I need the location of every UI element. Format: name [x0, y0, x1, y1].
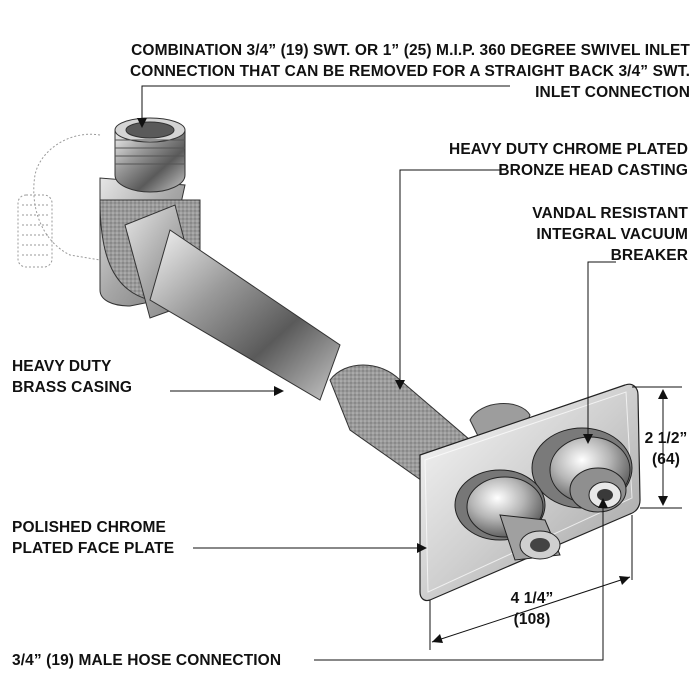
callout-inlet-line-1: COMBINATION 3/4” (19) SWT. OR 1” (25) M.… — [131, 42, 690, 59]
dimension-width-label: 4 1/4” (108) — [492, 588, 572, 630]
dimension-arrowheads — [432, 389, 668, 643]
callout-faceplate-line-2: PLATED FACE PLATE — [12, 540, 175, 557]
leader-head — [399, 169, 500, 385]
callout-hose-line-1: 3/4” (19) MALE HOSE CONNECTION — [12, 652, 282, 669]
callout-faceplate-line-1: POLISHED CHROME — [12, 519, 166, 536]
callout-head-line-2: BRONZE HEAD CASTING — [498, 162, 688, 179]
brass-casing — [99, 199, 341, 401]
callout-casing-line-1: HEAVY DUTY — [12, 358, 112, 375]
callout-brass-casing: HEAVY DUTY BRASS CASING — [12, 356, 132, 398]
hose-connection — [454, 469, 561, 561]
callout-vacuum-line-2: INTEGRAL VACUUM — [536, 226, 688, 243]
callout-head-casting: HEAVY DUTY CHROME PLATED BRONZE HEAD CAS… — [380, 139, 688, 181]
leader-inlet — [141, 85, 510, 124]
leader-arrowheads — [137, 118, 608, 553]
callout-vacuum-line-3: BREAKER — [610, 247, 688, 264]
callout-inlet: COMBINATION 3/4” (19) SWT. OR 1” (25) M.… — [60, 40, 690, 103]
dimension-height-value: 2 1/2” — [644, 430, 688, 447]
callout-inlet-line-3: INLET CONNECTION — [535, 84, 690, 101]
leader-hose — [314, 504, 604, 661]
dimension-height-metric: (64) — [652, 451, 680, 468]
dimension-width-value: 4 1/4” — [510, 590, 554, 607]
callout-inlet-line-2: CONNECTION THAT CAN BE REMOVED FOR A STR… — [130, 63, 690, 80]
leader-vacuum — [587, 261, 616, 440]
ghost-inlet-outline — [17, 133, 101, 268]
dimension-height-label: 2 1/2” (64) — [636, 428, 696, 470]
callout-hose-connection: 3/4” (19) MALE HOSE CONNECTION — [12, 650, 281, 671]
callout-vacuum-breaker: VANDAL RESISTANT INTEGRAL VACUUM BREAKER — [480, 203, 688, 266]
vacuum-breaker — [531, 427, 633, 513]
dimension-width — [431, 576, 631, 643]
callout-head-line-1: HEAVY DUTY CHROME PLATED — [449, 141, 688, 158]
leader-lines — [141, 85, 616, 661]
callout-face-plate: POLISHED CHROME PLATED FACE PLATE — [12, 517, 174, 559]
dimension-lines — [429, 386, 682, 650]
dimension-width-metric: (108) — [513, 611, 551, 628]
callout-vacuum-line-1: VANDAL RESISTANT — [532, 205, 688, 222]
callout-casing-line-2: BRASS CASING — [12, 379, 133, 396]
